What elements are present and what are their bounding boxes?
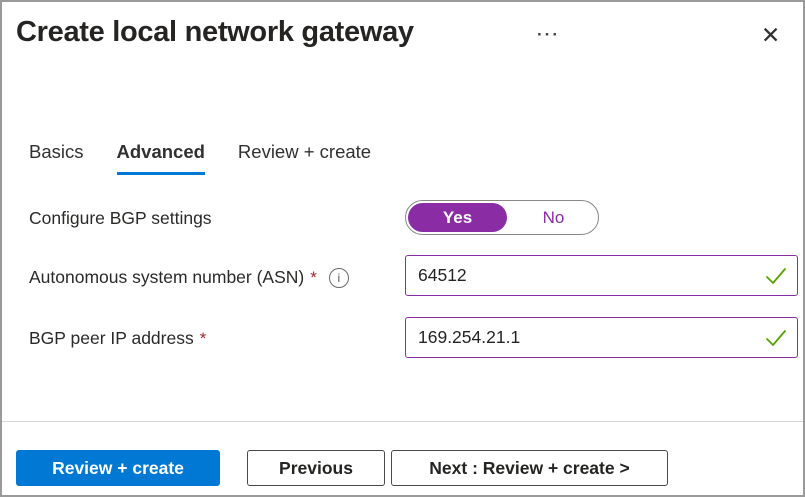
toggle-option-no[interactable]: No (542, 207, 565, 227)
bgp-peer-ip-field-container (405, 317, 798, 358)
tab-basics[interactable]: Basics (29, 141, 84, 162)
next-button[interactable]: Next : Review + create > (391, 450, 668, 486)
required-asterisk: * (199, 328, 207, 348)
asn-field-container (405, 255, 798, 296)
info-icon[interactable]: i (328, 267, 349, 288)
previous-button[interactable]: Previous (247, 450, 385, 486)
required-asterisk: * (310, 267, 317, 287)
more-options-icon[interactable]: ··· (537, 25, 560, 44)
bgp-peer-ip-input[interactable] (405, 317, 798, 358)
bgp-settings-toggle[interactable]: Yes No (405, 200, 599, 235)
review-create-button[interactable]: Review + create (16, 450, 220, 486)
bgp-peer-ip-label: BGP peer IP address * (29, 328, 207, 348)
page-title: Create local network gateway (16, 16, 414, 48)
toggle-option-yes[interactable]: Yes (408, 203, 507, 232)
tab-review-create[interactable]: Review + create (237, 141, 372, 162)
asn-input[interactable] (405, 255, 798, 296)
asn-label: Autonomous system number (ASN) * i (29, 267, 349, 288)
footer-divider (2, 421, 803, 422)
bgp-settings-label: Configure BGP settings (29, 208, 212, 228)
tab-bar: Basics Advanced Review + create (29, 141, 371, 175)
close-icon[interactable]: ✕ (761, 22, 781, 48)
tab-advanced[interactable]: Advanced (116, 141, 205, 175)
